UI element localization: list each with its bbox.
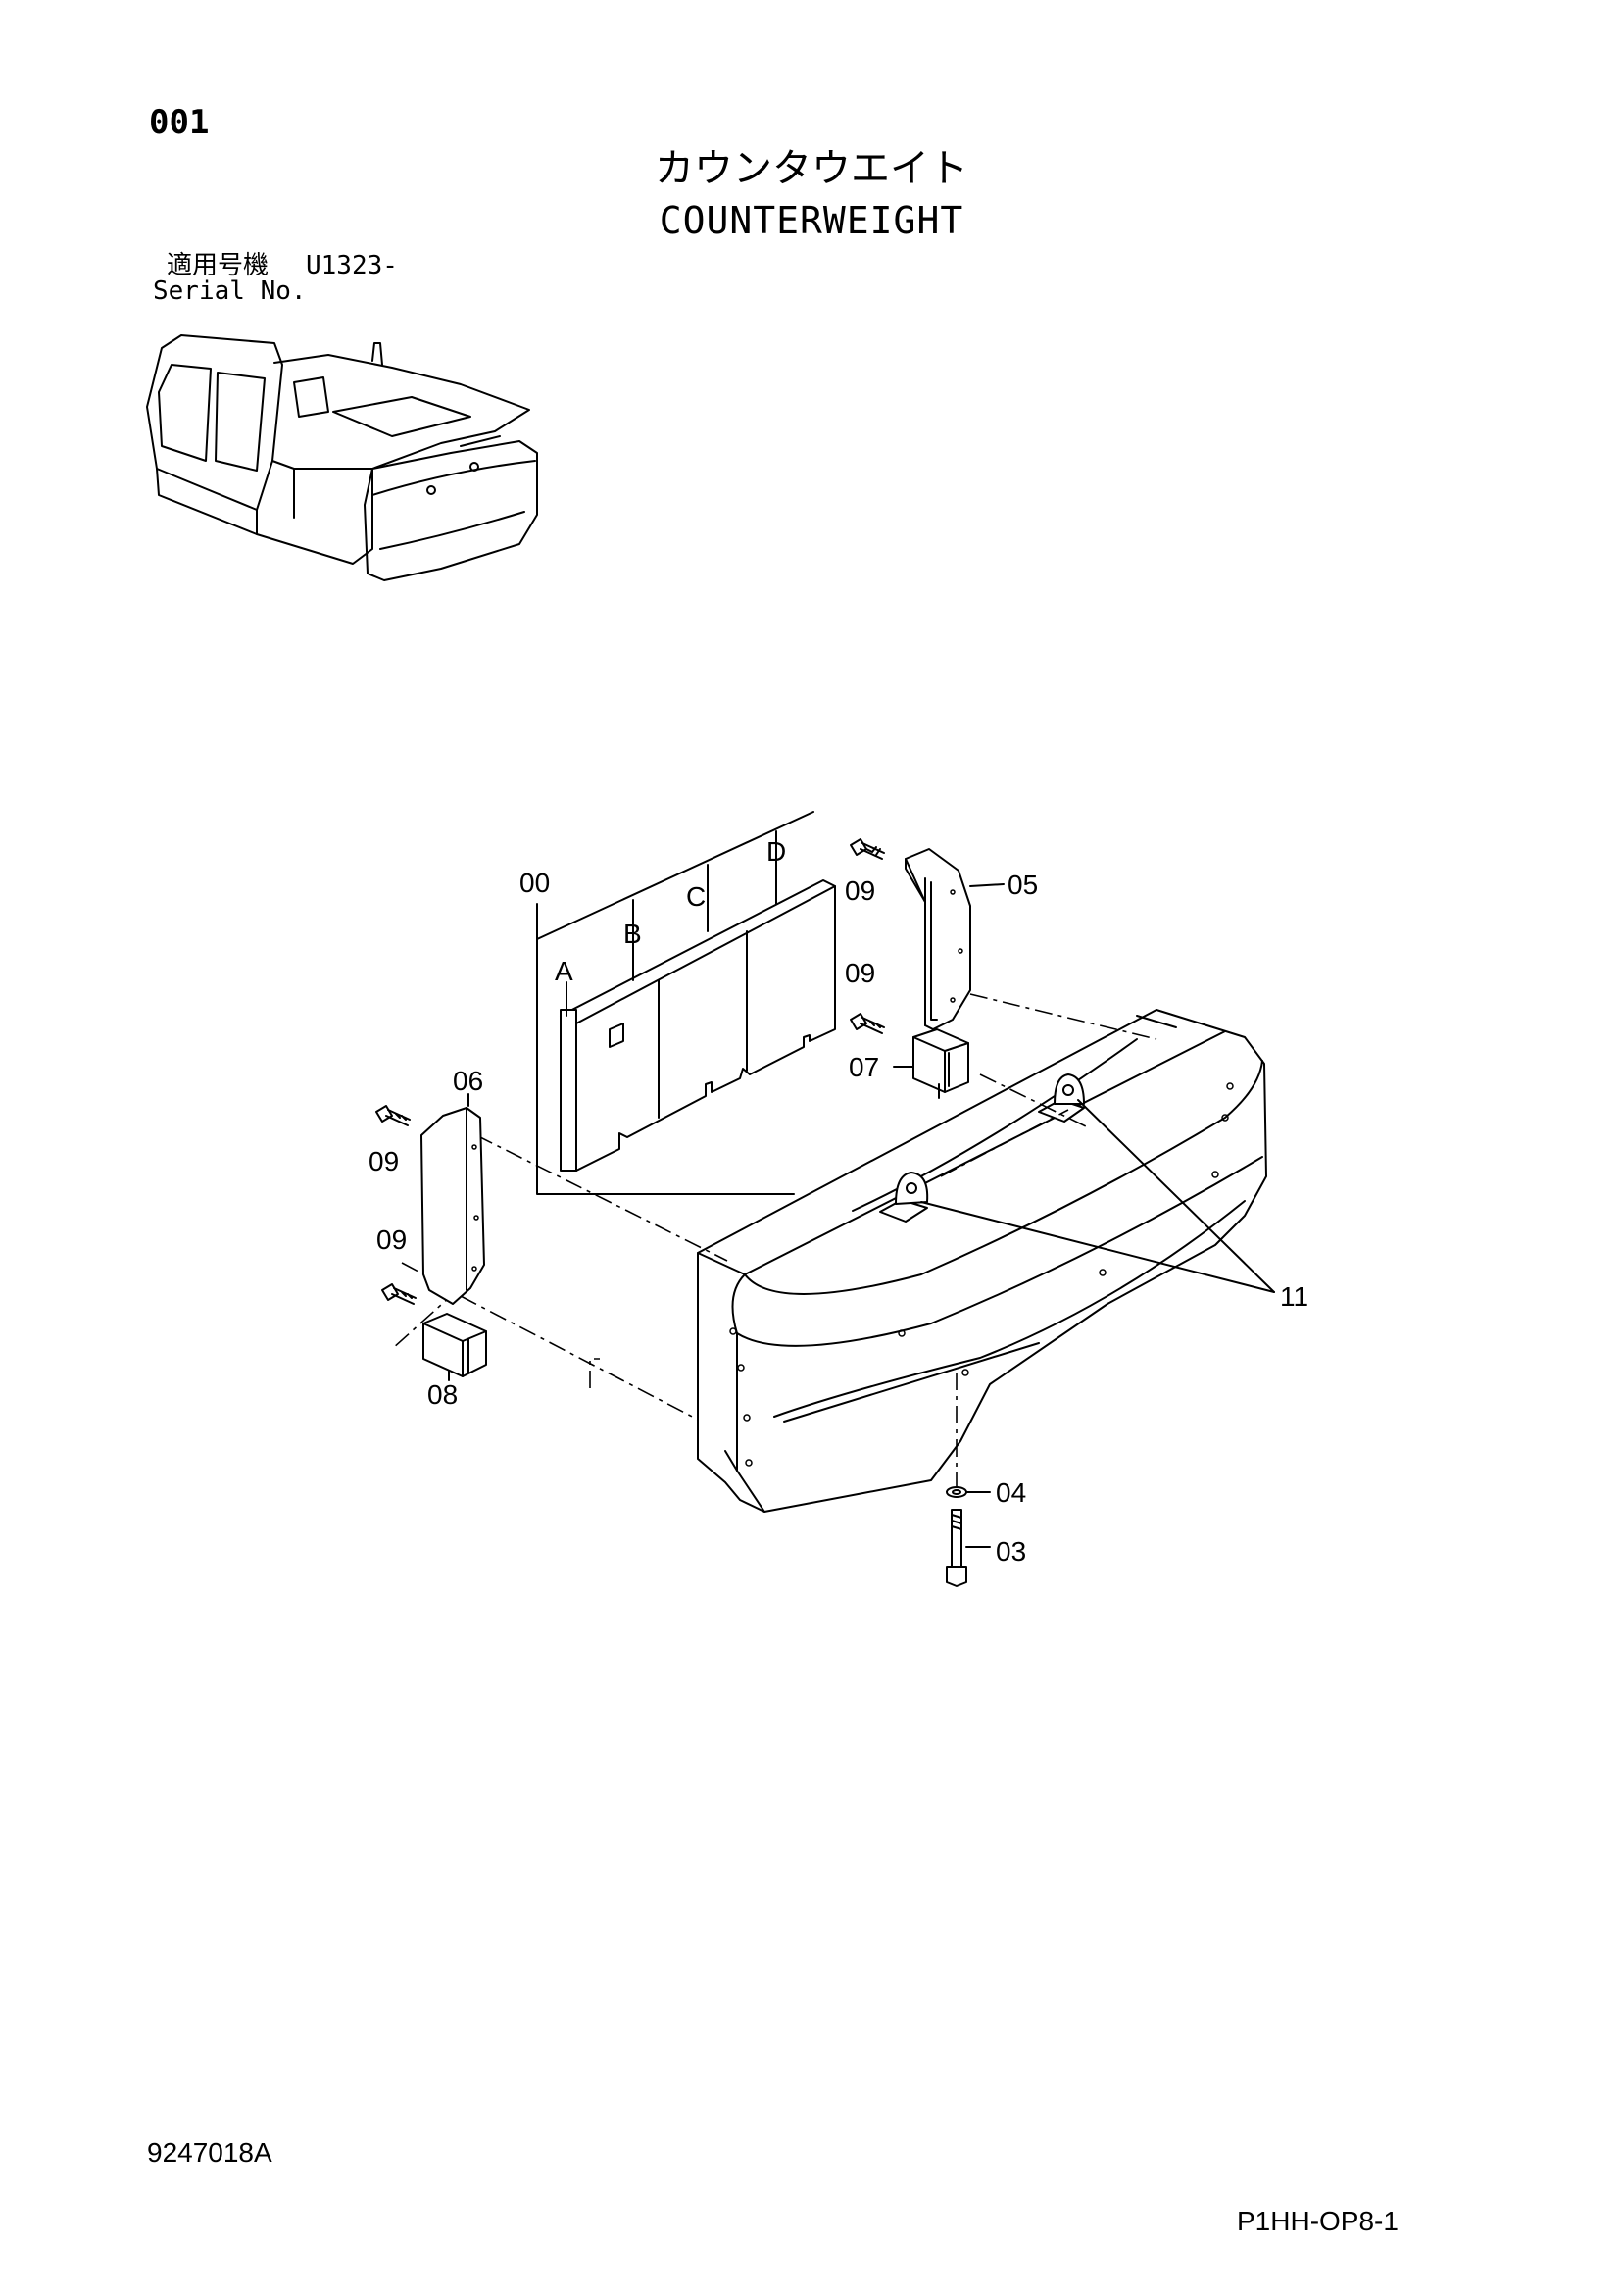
part-04-washer — [946, 1486, 967, 1498]
callout-09-top-left: 09 — [369, 1146, 399, 1176]
bolt-09-top-left — [375, 1105, 411, 1126]
callout-07: 07 — [849, 1052, 879, 1082]
callout-03: 03 — [996, 1536, 1026, 1567]
callout-09-mid-right: 09 — [845, 958, 875, 988]
part-08-bracket-left — [422, 1313, 487, 1377]
bolt-09-mid-right — [850, 1013, 885, 1034]
serial-label-japanese: 適用号機 — [167, 251, 270, 280]
part-07-bracket-right — [912, 1028, 969, 1099]
callout-06: 06 — [453, 1066, 483, 1096]
callout-09-top-right: 09 — [845, 875, 875, 906]
callout-labels: 00 A B C D 05 09 09 07 06 09 09 08 11 04… — [369, 836, 1308, 1567]
callout-00: 00 — [519, 868, 550, 898]
callout-bracket-00 — [536, 811, 814, 1195]
serial-code: U1323- — [306, 251, 398, 280]
callout-08: 08 — [427, 1379, 458, 1410]
drawing-number: 9247018A — [147, 2137, 272, 2168]
bolt-09-mid-left — [381, 1283, 417, 1305]
callout-05: 05 — [1008, 870, 1038, 900]
callout-leaders — [448, 883, 1275, 1548]
part-00-plate-set — [560, 879, 836, 1172]
callout-11: 11 — [1280, 1281, 1308, 1312]
page-number: 001 — [149, 103, 210, 142]
callout-D: D — [766, 836, 786, 867]
part-03-bolt — [946, 1509, 967, 1587]
counterweight-body — [697, 1009, 1267, 1513]
callout-C: C — [686, 881, 706, 912]
callout-B: B — [623, 919, 642, 949]
serial-label-english: Serial No. — [153, 276, 307, 306]
part-06-side-cover-left — [420, 1107, 485, 1305]
bolt-09-top-right — [850, 838, 885, 860]
page-code: P1HH-OP8-1 — [1237, 2206, 1399, 2236]
excavator-thumbnail — [146, 334, 538, 581]
callout-09-mid-left: 09 — [376, 1224, 407, 1255]
callout-04: 04 — [996, 1477, 1026, 1508]
part-05-side-cover-right — [905, 848, 971, 1030]
callout-A: A — [555, 956, 573, 986]
title-english: COUNTERWEIGHT — [659, 199, 964, 242]
title-japanese: カウンタウエイト — [655, 146, 968, 191]
